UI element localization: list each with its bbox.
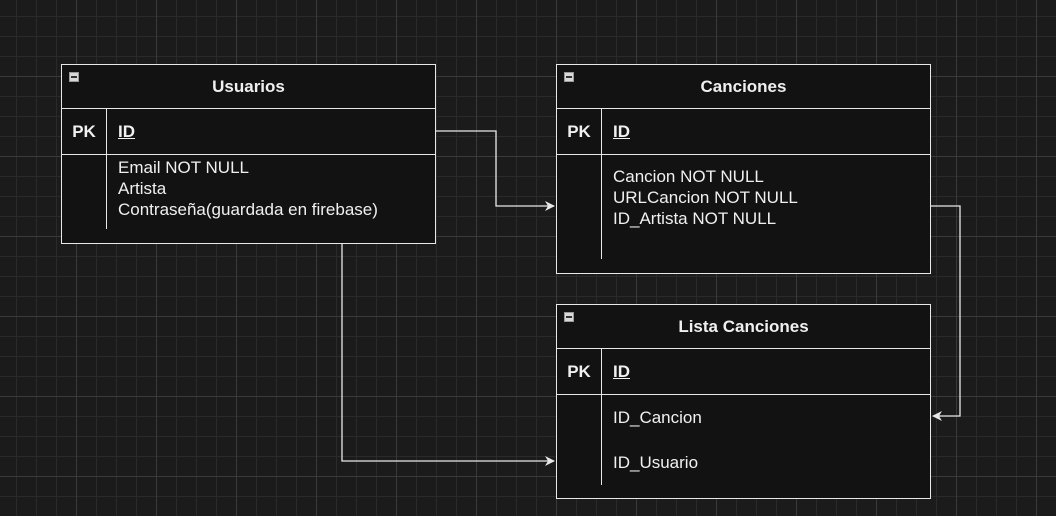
column-divider bbox=[106, 155, 107, 229]
table-usuarios[interactable]: Usuarios PK ID Email NOT NULL Artista Co… bbox=[61, 64, 436, 244]
field-contrasena[interactable]: Contraseña(guardada en firebase) bbox=[118, 200, 378, 219]
field-artista[interactable]: Artista bbox=[118, 179, 167, 198]
column-divider bbox=[601, 155, 602, 259]
column-divider bbox=[106, 109, 107, 154]
pk-label: PK bbox=[567, 362, 591, 381]
table-lista-canciones[interactable]: Lista Canciones PK ID ID_Cancion ID_Usua… bbox=[556, 304, 931, 499]
pk-row[interactable]: PK ID bbox=[557, 109, 930, 155]
field-cancion[interactable]: Cancion NOT NULL bbox=[613, 167, 764, 186]
table-header: Canciones bbox=[557, 65, 930, 109]
pk-field: ID bbox=[613, 122, 630, 141]
field-id-cancion[interactable]: ID_Cancion bbox=[613, 408, 702, 427]
collapse-icon[interactable] bbox=[564, 72, 574, 82]
field-email[interactable]: Email NOT NULL bbox=[118, 158, 249, 177]
pk-field: ID bbox=[613, 362, 630, 381]
collapse-icon[interactable] bbox=[564, 312, 574, 322]
pk-row[interactable]: PK ID bbox=[62, 109, 435, 155]
table-header: Usuarios bbox=[62, 65, 435, 109]
pk-label: PK bbox=[72, 122, 96, 141]
column-divider bbox=[601, 349, 602, 394]
table-title: Lista Canciones bbox=[678, 317, 809, 336]
connector-usuarios-to-canciones[interactable] bbox=[436, 130, 555, 211]
connector-usuarios-to-lista-usuario[interactable] bbox=[341, 244, 555, 466]
table-canciones[interactable]: Canciones PK ID Cancion NOT NULL URLCanc… bbox=[556, 64, 931, 274]
column-divider bbox=[601, 395, 602, 485]
collapse-icon[interactable] bbox=[69, 72, 79, 82]
table-title: Canciones bbox=[700, 77, 787, 96]
pk-label: PK bbox=[567, 122, 591, 141]
connector-canciones-to-lista-cancion[interactable] bbox=[931, 205, 961, 421]
field-urlcancion[interactable]: URLCancion NOT NULL bbox=[613, 188, 798, 207]
field-id-artista[interactable]: ID_Artista NOT NULL bbox=[613, 209, 777, 228]
column-divider bbox=[601, 109, 602, 154]
table-title: Usuarios bbox=[212, 77, 285, 96]
table-header: Lista Canciones bbox=[557, 305, 930, 349]
pk-field: ID bbox=[118, 122, 135, 141]
pk-row[interactable]: PK ID bbox=[557, 349, 930, 395]
field-id-usuario[interactable]: ID_Usuario bbox=[613, 453, 699, 472]
